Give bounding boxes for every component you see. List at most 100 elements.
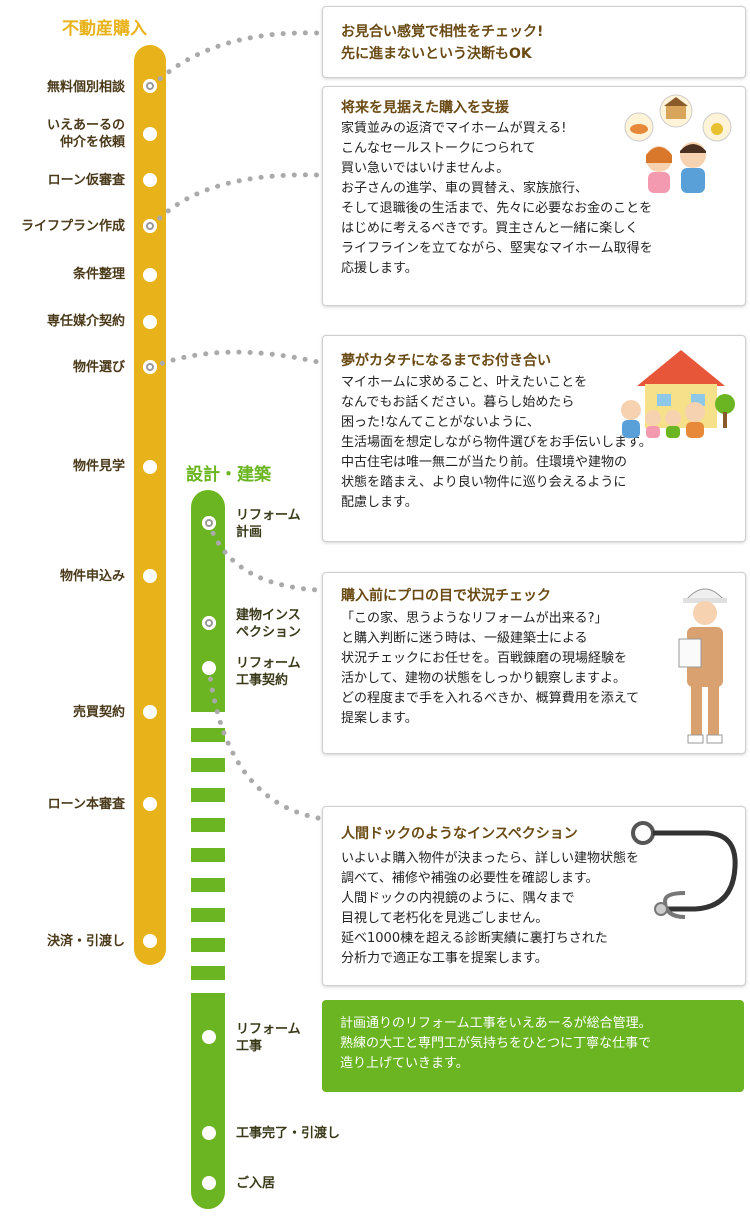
design-header: 設計・建築: [186, 465, 271, 485]
step-dot: [143, 127, 157, 141]
body-line: 状況チェックにお任せを。百戦錬磨の現場経験を: [341, 651, 628, 666]
body-line: 生活場面を想定しながら物件選びをお手伝いします。: [341, 435, 652, 450]
step-exclusive-contract: 専任媒介契約: [46, 314, 125, 329]
body-line: 活かして、建物の状態をしっかり観察しますよ。: [341, 671, 626, 686]
body-line: 調べて、補修や補強の必要性を確認します。: [341, 871, 599, 886]
info-box-future-purchase: 将来を見据えた購入を支援 家賃並みの返済でマイホームが買える! こんなセールスト…: [322, 86, 746, 306]
body-line: そして退職後の生活まで、先々に必要なお金のことを: [341, 201, 653, 216]
body-line: お子さんの進学、車の買替え、家族旅行、: [341, 181, 589, 196]
info-box-body: いよいよ購入物件が決まったら、詳しい建物状態を 調べて、補修や補強の必要性を確認…: [341, 849, 639, 969]
info-box-body: 計画通りのリフォーム工事をいえあーるが総合管理。 熟練の大工と専門工が気持ちをひ…: [340, 1014, 652, 1074]
info-box-inspection: 人間ドックのようなインスペクション いよいよ購入物件が決まったら、詳しい建物状態…: [322, 806, 746, 986]
step-dot: [143, 569, 157, 583]
step-line: 工事契約: [236, 673, 289, 688]
step-line: リフォーム: [236, 1022, 301, 1037]
step-life-plan: ライフプラン作成: [20, 219, 125, 234]
design-track-stripe: [191, 758, 225, 772]
body-line: 人間ドックの内視鏡のように、隅々まで: [341, 891, 575, 906]
info-box-body: 「この家、思うようなリフォームが出来る?」 と購入判断に迷う時は、一級建築士によ…: [341, 609, 639, 729]
step-dot: [143, 79, 157, 93]
step-line: 建物インス: [236, 608, 301, 623]
info-box-title: 人間ドックのようなインスペクション: [341, 826, 578, 842]
purchase-header: 不動産購入: [62, 19, 147, 39]
body-line: 目視して老朽化を見逃ごしません。: [341, 911, 549, 926]
body-line: なんでもお話ください。暮らし始めたら: [341, 395, 575, 410]
body-line: 計画通りのリフォーム工事をいえあーるが総合管理。: [340, 1016, 652, 1031]
step-line: 工事: [236, 1039, 263, 1054]
body-line: 延べ1000棟を超える診断実績に裏打ちされた: [341, 931, 608, 946]
info-box-title: 購入前にプロの目で状況チェック: [341, 588, 551, 604]
step-line: いえあーるの: [46, 118, 125, 133]
body-line: 買い急いではいけませんよ。: [341, 161, 510, 176]
design-step-dot: [202, 1126, 216, 1140]
design-track-stripe: [191, 966, 225, 980]
step-dot: [143, 797, 157, 811]
step-property-selection: 物件選び: [72, 360, 125, 375]
step-dot: [143, 268, 157, 282]
family-thinking-icon: [624, 94, 732, 193]
body-line: 中古住宅は唯一無二が当たり前。住環境や建物の: [341, 455, 628, 470]
body-line: 分析力で適正な工事を提案します。: [341, 951, 548, 966]
step-dot: [143, 315, 157, 329]
design-step-dot: [202, 516, 216, 530]
step-line: ペクション: [236, 625, 302, 640]
step-line: 仲介を依頼: [59, 135, 125, 150]
architect-icon: [678, 588, 727, 744]
design-step-dot: [202, 661, 216, 675]
design-step-reform-plan: リフォーム 計画: [236, 507, 301, 541]
body-line: 家賃並みの返済でマイホームが買える!: [341, 121, 567, 136]
step-sales-contract: 売買契約: [72, 705, 125, 720]
body-line: ライフラインを立てながら、堅実なマイホーム取得を: [341, 241, 653, 256]
info-box-matching: お見合い感覚で相性をチェック! 先に進まないという決断もOK: [322, 6, 746, 78]
step-dot: [143, 219, 157, 233]
step-settlement: 決済・引渡し: [46, 934, 125, 949]
design-track-stripe: [191, 908, 225, 922]
body-line: 状態を踏まえ、より良い物件に巡り会えるように: [341, 475, 627, 490]
info-box-body: マイホームに求めること、叶えたいことを なんでもお話ください。暮らし始めたら 困…: [341, 373, 652, 513]
info-box-dream: 夢がカタチになるまでお付き合い マイホームに求めること、叶えたいことを なんでも…: [322, 335, 746, 542]
step-free-consultation: 無料個別相談: [46, 80, 125, 95]
step-dot: [143, 934, 157, 948]
step-loan-final: ローン本審査: [47, 797, 125, 812]
info-box-title: 夢がカタチになるまでお付き合い: [341, 353, 551, 369]
body-line: いよいよ購入物件が決まったら、詳しい建物状態を: [341, 851, 639, 866]
body-line: 困った!なんてことがないように、: [341, 415, 540, 430]
info-box-title: 将来を見据えた購入を支援: [341, 100, 509, 116]
step-line: リフォーム: [236, 656, 301, 671]
body-line: 造り上げていきます。: [340, 1056, 469, 1071]
info-box-pro-check: 購入前にプロの目で状況チェック 「この家、思うようなリフォームが出来る?」 と購…: [322, 572, 746, 754]
design-step-move-in: ご入居: [236, 1176, 276, 1191]
design-step-inspection: 建物インス ペクション: [236, 607, 301, 641]
body-line: こんなセールストークにつられて: [341, 141, 536, 156]
body-line: 提案します。: [341, 711, 418, 726]
design-step-dot: [202, 1030, 216, 1044]
info-box-title: 先に進まないという決断もOK: [341, 46, 532, 62]
body-line: 応援します。: [341, 261, 418, 276]
step-application: 物件申込み: [59, 569, 125, 584]
info-box-title: お見合い感覚で相性をチェック!: [341, 24, 544, 40]
step-conditions: 条件整理: [72, 267, 125, 282]
design-step-dot: [202, 1176, 216, 1190]
design-track-stripe: [191, 848, 225, 862]
house-family-icon: [621, 350, 735, 438]
step-property-viewing: 物件見学: [72, 459, 125, 474]
step-dot: [143, 173, 157, 187]
body-line: 熟練の大工と専門工が気持ちをひとつに丁寧な仕事で: [340, 1036, 652, 1051]
step-dot: [143, 460, 157, 474]
design-track-stripe: [191, 818, 225, 832]
step-dot: [143, 705, 157, 719]
step-line: リフォーム: [236, 508, 301, 523]
body-line: 配慮します。: [341, 495, 418, 510]
info-box-body: 家賃並みの返済でマイホームが買える! こんなセールストークにつられて 買い急いで…: [341, 119, 653, 279]
design-step-reform-work: リフォーム 工事: [236, 1021, 301, 1055]
purchase-track: [134, 45, 166, 965]
design-track-stripe: [191, 728, 225, 742]
body-line: と購入判断に迷う時は、一級建築士による: [341, 631, 588, 646]
step-request-brokerage: いえあーるの 仲介を依頼: [47, 117, 125, 151]
design-track-stripe: [191, 878, 225, 892]
design-track-bottom: [191, 993, 225, 1209]
body-line: どの程度まで手を入れるべきか、概算費用を添えて: [341, 691, 640, 706]
design-track-stripe: [191, 938, 225, 952]
design-step-dot: [202, 616, 216, 630]
design-step-completion: 工事完了・引渡し: [236, 1126, 341, 1141]
